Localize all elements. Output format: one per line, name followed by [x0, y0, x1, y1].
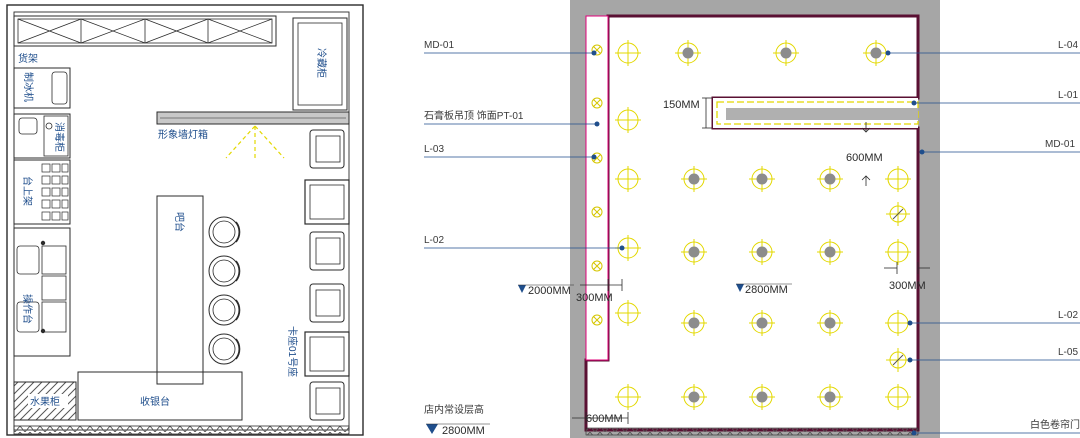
left-callouts — [424, 52, 622, 249]
card-seat-label: 卡座01号 — [286, 326, 299, 367]
counter-rack-label: 台上架 — [21, 176, 34, 206]
ceiling-plan: MD-01 石膏板吊顶 饰面PT-01 L-03 L-02 L-04 L-01 … — [424, 0, 1080, 438]
disinfection-cabinet: 消毒柜 — [13, 113, 71, 159]
fruit-cabinet-label: 水果柜 — [30, 395, 60, 408]
dim-600-top-label: 600MM — [846, 152, 883, 164]
legend-title: 店内常设层高 — [424, 403, 484, 416]
cross-light-fixture — [885, 166, 911, 192]
callout-rolling-door: 白色卷帘门 — [1030, 418, 1080, 431]
cross-light-fixture — [885, 239, 911, 265]
left-callout-dots — [591, 50, 625, 251]
callout-l01: L-01 — [1058, 90, 1078, 101]
fruit-cabinet: 水果柜 — [13, 381, 77, 421]
downlight-fixture — [681, 310, 707, 336]
callout-l03: L-03 — [424, 144, 444, 155]
ice-machine: 制冰机 — [13, 67, 71, 109]
right-callouts — [888, 52, 1080, 434]
downlight-fixture — [773, 40, 799, 66]
dim-150-label: 150MM — [663, 99, 700, 111]
cross-light-fixture — [615, 166, 641, 192]
height-2800-label: 2800MM — [745, 284, 788, 296]
downlight-fixture — [817, 239, 843, 265]
dim-300-left-label: 300MM — [576, 292, 613, 304]
callout-l02-left: L-02 — [424, 235, 444, 246]
right-callout-dots — [885, 50, 925, 436]
dim-600-top — [861, 122, 871, 186]
operation-table-label: 操作台 — [21, 294, 34, 324]
md01-fixtures — [591, 44, 603, 326]
bar-label: 吧台 — [173, 212, 186, 232]
cross-light-fixture — [615, 384, 641, 410]
cross-light-fixture — [615, 107, 641, 133]
cross-lights — [615, 40, 911, 410]
callout-gypsum: 石膏板吊顶 饰面PT-01 — [424, 109, 524, 122]
card-seats — [304, 129, 350, 421]
dim-150 — [702, 97, 712, 129]
downlight-fixture — [749, 239, 775, 265]
shelf-label: 货架 — [18, 52, 38, 65]
image-wall-lightbox-label: 形象墙灯箱 — [158, 128, 208, 141]
downlight-fixture — [817, 384, 843, 410]
ceiling-entrance-threshold — [585, 427, 919, 436]
downlight-fixture — [749, 310, 775, 336]
dim-600-bottom-label: 600MM — [586, 413, 623, 425]
ceiling-wall-mass — [570, 0, 940, 438]
image-wall-lightbox: 形象墙灯箱 — [156, 111, 350, 159]
dim-300-left — [580, 279, 623, 291]
downlight-fixture — [681, 384, 707, 410]
l04-downlights — [675, 40, 889, 410]
entrance-threshold — [13, 425, 350, 435]
height-marker-2000: 2000MM — [518, 284, 574, 297]
floor-plan-outer-wall — [6, 4, 364, 436]
downlight-fixture — [817, 310, 843, 336]
cross-light-fixture — [885, 310, 911, 336]
height-marker-2800: 2800MM — [736, 283, 792, 296]
ceiling-room-outline — [584, 14, 920, 432]
downlight-fixture — [681, 166, 707, 192]
ceiling-height-legend: 店内常设层高 2800MM — [424, 403, 490, 437]
cashier-counter: 收银台 — [77, 371, 243, 421]
counter-rack: 台上架 — [13, 159, 71, 225]
dim-600-bottom — [572, 412, 629, 424]
height-2000-label: 2000MM — [528, 285, 571, 297]
dim-300-right — [884, 262, 930, 274]
cashier-label: 收银台 — [140, 395, 170, 408]
cross-light-fixture — [615, 40, 641, 66]
legend-height: 2800MM — [442, 425, 485, 437]
top-shelf — [13, 15, 277, 47]
freezer: 冷藏柜 — [292, 17, 348, 111]
downlight-fixture — [817, 166, 843, 192]
callout-md01-left: MD-01 — [424, 40, 454, 51]
bar-counter: 吧台 — [156, 195, 204, 385]
dim-300-right-label: 300MM — [889, 280, 926, 292]
disinfection-cabinet-label: 消毒柜 — [53, 122, 66, 152]
downlight-fixture — [675, 40, 701, 66]
cross-light-fixture — [615, 300, 641, 326]
downlight-fixture — [681, 239, 707, 265]
l01-linear-light — [713, 98, 919, 128]
floor-plan: 货架 冷藏柜 制冰机 消毒柜 — [6, 4, 364, 436]
callout-l02-right: L-02 — [1058, 310, 1078, 321]
callout-md01-right: MD-01 — [1045, 139, 1075, 150]
l05-spotlights — [886, 202, 910, 372]
magenta-trim-strip — [585, 15, 609, 361]
card-seat-char: 座 — [286, 367, 299, 377]
downlight-fixture — [749, 166, 775, 192]
callout-l04: L-04 — [1058, 40, 1078, 51]
operation-table: 操作台 — [13, 227, 71, 357]
downlight-fixture — [863, 40, 889, 66]
freezer-label: 冷藏柜 — [315, 48, 328, 78]
ice-machine-label: 制冰机 — [22, 72, 35, 102]
downlight-fixture — [749, 384, 775, 410]
bar-stools — [208, 216, 241, 365]
cross-light-fixture — [885, 384, 911, 410]
callout-l05: L-05 — [1058, 347, 1078, 358]
